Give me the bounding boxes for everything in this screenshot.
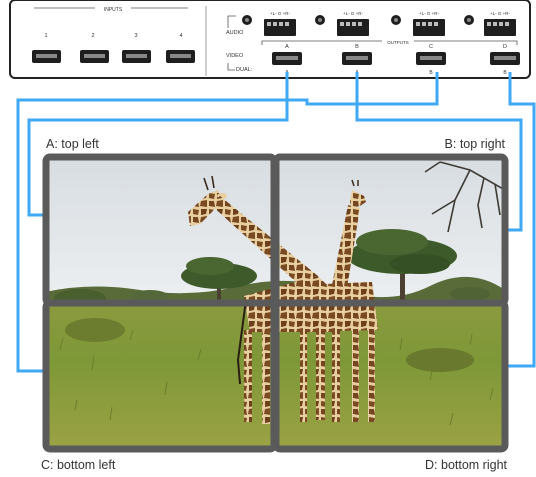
audio-output-c: +L- G +R- bbox=[391, 11, 445, 36]
terminal-pins-label: +L- G +R- bbox=[270, 11, 291, 16]
giraffe-front bbox=[188, 175, 342, 424]
hdmi-output-c bbox=[416, 52, 446, 65]
inputs-heading: INPUTS bbox=[104, 7, 123, 13]
terminal-pins-label: +L- G +R- bbox=[419, 11, 440, 16]
input-number: 1 bbox=[44, 33, 47, 39]
hdmi-output-b bbox=[342, 52, 372, 65]
screen-c-label: C: bottom left bbox=[41, 458, 116, 472]
input-number: 3 bbox=[134, 33, 137, 39]
output-letter: C bbox=[429, 44, 433, 50]
terminal-pins-label: +L- G +R- bbox=[343, 11, 364, 16]
audio-output-a: +L- G +R- bbox=[242, 11, 296, 36]
switcher-rear-panel: INPUTS 1 2 3 4 AUDIO VIDEO DUAL: bbox=[9, 0, 531, 79]
output-letter: B bbox=[355, 44, 359, 50]
dual-letter: B bbox=[429, 70, 433, 76]
input-number: 2 bbox=[91, 33, 94, 39]
outputs-label: OUTPUTS bbox=[387, 40, 409, 45]
grass-texture bbox=[59, 329, 494, 426]
acacia-tree bbox=[181, 257, 257, 320]
input-number: 4 bbox=[179, 33, 182, 39]
hdmi-input-1: 1 bbox=[32, 33, 61, 63]
cable-c bbox=[16, 72, 439, 373]
cable-d bbox=[504, 72, 536, 368]
hdmi-input-3: 3 bbox=[122, 33, 151, 63]
screen-a-label: A: top left bbox=[46, 137, 99, 151]
bare-branches bbox=[424, 161, 505, 233]
hdmi-cables bbox=[16, 72, 536, 373]
output-letter: D bbox=[503, 44, 507, 50]
video-wall bbox=[42, 153, 509, 453]
hdmi-input-4: 4 bbox=[166, 33, 195, 63]
screen-b-label: B: top right bbox=[444, 137, 505, 151]
audio-label: AUDIO bbox=[226, 30, 244, 36]
cable-a bbox=[27, 72, 289, 217]
screen-d-label: D: bottom right bbox=[425, 458, 507, 472]
screen-d-bezel bbox=[272, 299, 509, 453]
audio-output-d: +L- G +R- bbox=[464, 11, 516, 36]
hdmi-input-2: 2 bbox=[80, 33, 109, 63]
hdmi-output-a bbox=[272, 52, 302, 65]
output-letter: A bbox=[285, 44, 289, 50]
hdmi-output-d bbox=[490, 52, 520, 65]
audio-output-b: +L- G +R- bbox=[315, 11, 369, 36]
video-label: VIDEO bbox=[226, 53, 244, 59]
dual-letter: B bbox=[503, 70, 507, 76]
acacia-tree bbox=[347, 229, 457, 320]
dual-label: DUAL: bbox=[236, 67, 253, 73]
terminal-pins-label: +L- G +R- bbox=[490, 11, 511, 16]
